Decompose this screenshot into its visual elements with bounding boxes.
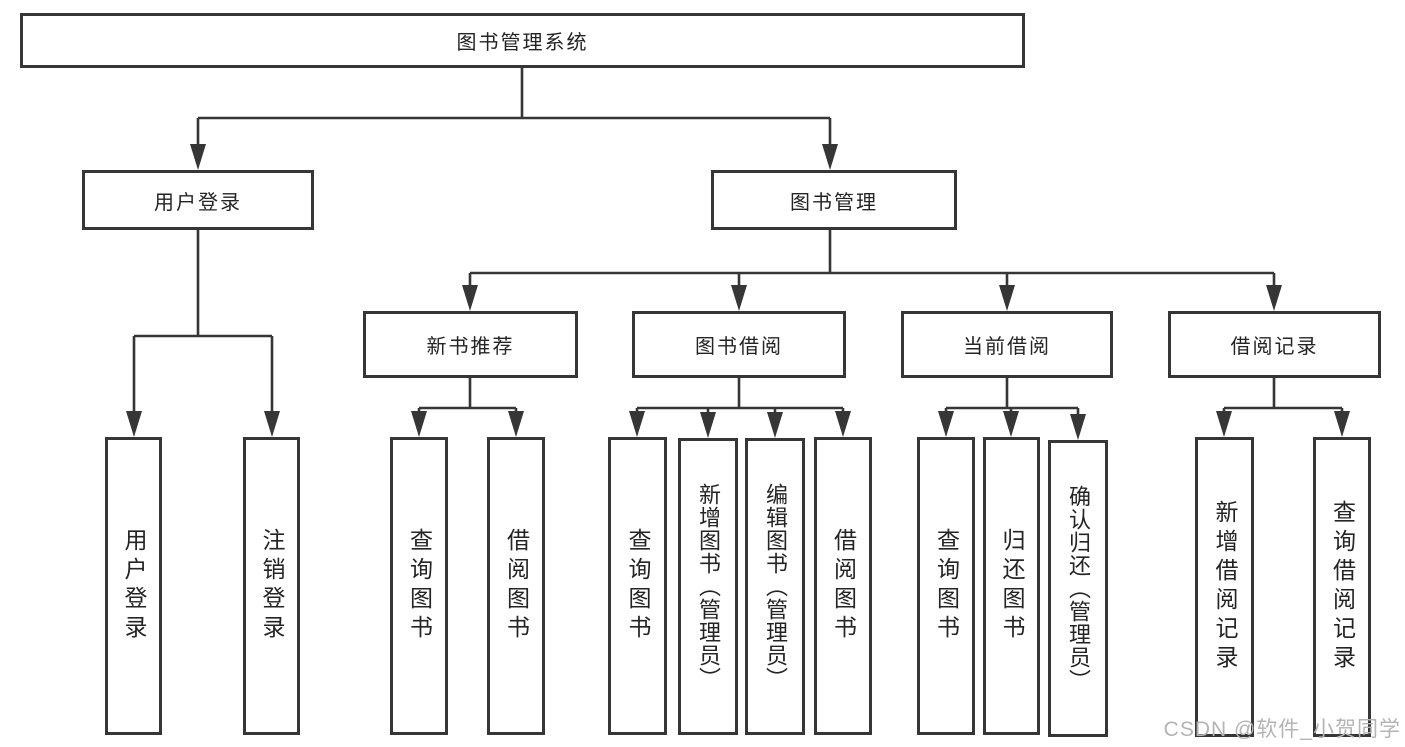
node-borrowing-records-label: 借阅记录 [1230, 336, 1319, 358]
node-book-borrowing-label: 图书借阅 [695, 336, 783, 358]
leaf-add-books-admin: 新增图书（管理员） [678, 438, 738, 735]
arrowhead [264, 411, 280, 437]
node-borrowing-records: 借阅记录 [1168, 311, 1381, 378]
arrowhead [731, 285, 747, 311]
arrowhead [1266, 285, 1282, 311]
node-current-borrowing: 当前借阅 [901, 311, 1113, 378]
leaf-logout: 注销登录 [243, 437, 300, 735]
leaf-return-books: 归还图书 [983, 437, 1040, 735]
node-book-management: 图书管理 [711, 170, 957, 230]
arrowhead [822, 144, 838, 170]
leaf-edit-books-admin: 编辑图书（管理员） [745, 438, 805, 735]
leaf-borrowing-query-books-label: 查询图书 [625, 528, 651, 644]
arrowhead [411, 411, 427, 437]
node-book-borrowing: 图书借阅 [632, 311, 846, 378]
leaf-confirm-return-admin: 确认归还（管理员） [1048, 440, 1108, 737]
leaf-add-borrow-record: 新增借阅记录 [1195, 437, 1254, 737]
leaf-current-query-books: 查询图书 [917, 437, 975, 735]
arrowhead [700, 412, 716, 438]
arrowhead [1216, 411, 1232, 437]
node-book-management-label: 图书管理 [790, 191, 878, 214]
leaf-confirm-return-admin-label: 确认归还（管理员） [1066, 485, 1091, 692]
leaf-user-login-label: 用户登录 [121, 528, 147, 644]
leaf-recommend-query-books-label: 查询图书 [406, 528, 433, 644]
node-root-label: 图书管理系统 [456, 32, 589, 54]
leaf-add-borrow-record-label: 新增借阅记录 [1212, 500, 1238, 674]
arrowhead [835, 411, 851, 437]
leaf-borrowing-query-books: 查询图书 [608, 437, 667, 735]
arrowhead [767, 412, 783, 438]
leaf-user-login: 用户登录 [105, 437, 162, 735]
arrowhead [462, 285, 478, 311]
node-new-book-recommend: 新书推荐 [363, 311, 578, 378]
node-new-book-recommend-label: 新书推荐 [426, 336, 515, 358]
arrowhead [126, 411, 142, 437]
leaf-edit-books-admin-label: 编辑图书（管理员） [763, 483, 788, 690]
leaf-query-borrow-record: 查询借阅记录 [1313, 437, 1371, 737]
leaf-recommend-borrow-books-label: 借阅图书 [503, 528, 530, 644]
arrowhead [1003, 411, 1019, 437]
arrowhead [938, 411, 954, 437]
arrowhead [999, 285, 1015, 311]
arrowhead [508, 411, 524, 437]
leaf-return-books-label: 归还图书 [999, 528, 1025, 644]
leaf-recommend-query-books: 查询图书 [390, 437, 448, 735]
watermark: CSDN @软件_小贺同学 [1163, 718, 1401, 741]
arrowhead [1070, 414, 1086, 440]
leaf-recommend-borrow-books: 借阅图书 [487, 437, 545, 735]
leaf-add-books-admin-label: 新增图书（管理员） [696, 483, 721, 690]
leaf-borrowing-borrow-books: 借阅图书 [814, 437, 872, 735]
arrowhead [1334, 411, 1350, 437]
arrowhead [629, 411, 645, 437]
leaf-borrowing-borrow-books-label: 借阅图书 [830, 528, 857, 644]
leaf-current-query-books-label: 查询图书 [933, 528, 960, 644]
node-current-borrowing-label: 当前借阅 [963, 336, 1051, 358]
leaf-logout-label: 注销登录 [259, 528, 285, 644]
leaf-query-borrow-record-label: 查询借阅记录 [1329, 500, 1356, 674]
arrowheads [126, 144, 1350, 440]
arrowhead [190, 144, 206, 170]
node-root: 图书管理系统 [20, 13, 1025, 68]
node-user-login-label: 用户登录 [154, 191, 242, 214]
node-user-login: 用户登录 [82, 170, 314, 230]
